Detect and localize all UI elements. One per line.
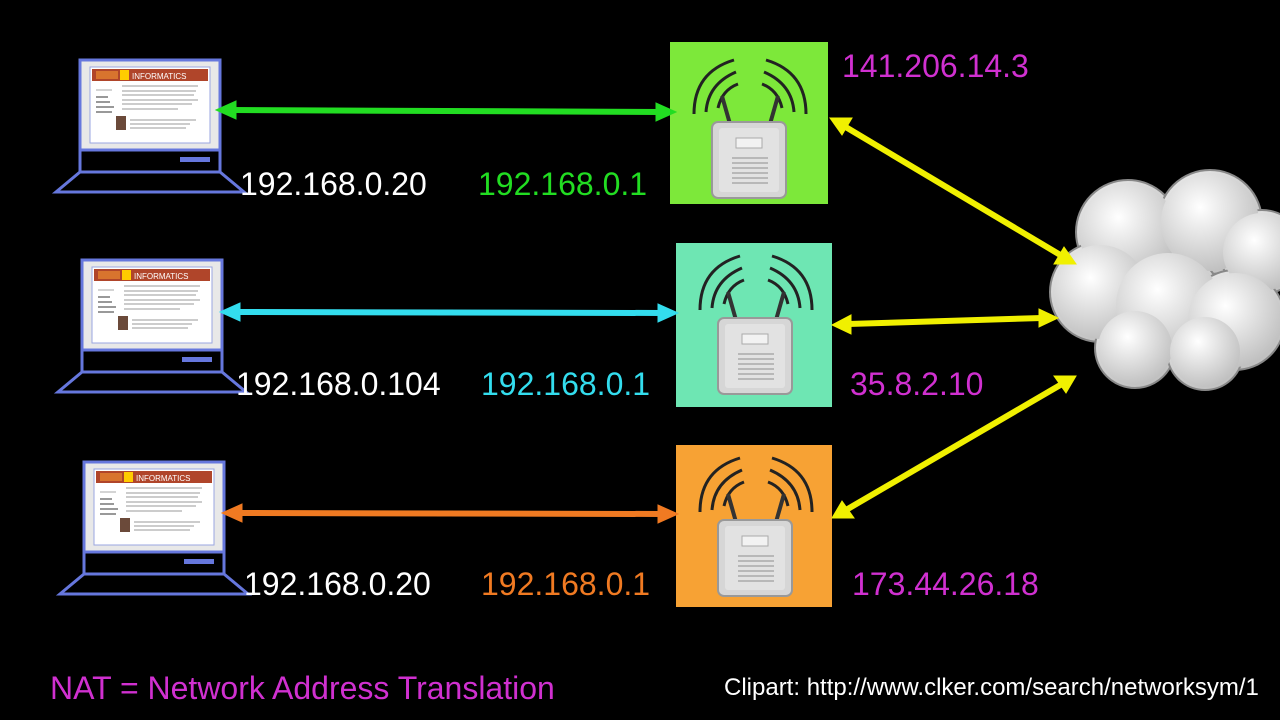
laptop-icon: [58, 460, 250, 596]
laptop-icon: [54, 58, 246, 194]
host-ip-label: 192.168.0.20: [244, 566, 431, 602]
host-ip-label: 192.168.0.20: [240, 166, 427, 202]
clipart-credit: Clipart: http://www.clker.com/search/net…: [724, 674, 1259, 701]
router-inside-ip-label: 192.168.0.1: [481, 366, 651, 402]
lan-link-arrow: [214, 100, 678, 122]
router-inside-ip-label: 192.168.0.1: [478, 166, 648, 202]
internet-link-arrow: [831, 375, 1077, 519]
router-public-ip-label: 35.8.2.10: [850, 366, 984, 402]
diagram-title: NAT = Network Address Translation: [50, 670, 555, 706]
internet-link-arrow: [829, 117, 1077, 265]
router-public-ip-label: 173.44.26.18: [852, 566, 1039, 602]
router-inside-ip-label: 192.168.0.1: [481, 566, 651, 602]
lan-link-arrow: [220, 503, 680, 524]
laptop-icon: [56, 258, 248, 394]
router-public-ip-label: 141.206.14.3: [842, 48, 1029, 84]
host-ip-label: 192.168.0.104: [236, 366, 441, 402]
internet-link-arrow: [830, 308, 1060, 335]
lan-link-arrow: [218, 302, 680, 323]
